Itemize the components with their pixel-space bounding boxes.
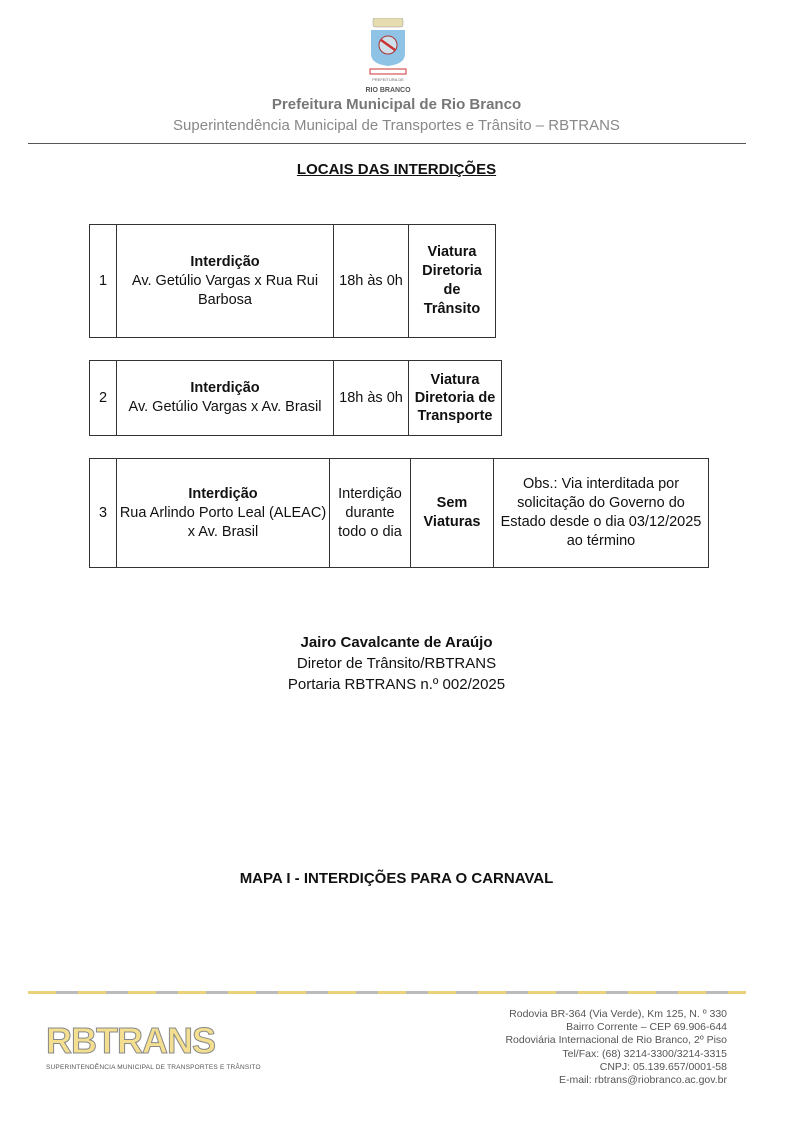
footer-divider: [28, 991, 746, 994]
page-title: LOCAIS DAS INTERDIÇÕES: [296, 161, 497, 178]
logo-subtitle: SUPERINTENDÊNCIA MUNICIPAL DE TRANSPORTE…: [46, 1064, 261, 1071]
row-number: 2: [89, 360, 117, 436]
signature-block: Jairo Cavalcante de Araújo Diretor de Tr…: [0, 632, 793, 695]
footer-address: Rodovia BR-364 (Via Verde), Km 125, N. º…: [505, 1008, 727, 1087]
signer-name: Jairo Cavalcante de Araújo: [300, 634, 493, 651]
svg-text:PREFEITURA DE: PREFEITURA DE: [372, 77, 404, 82]
row-time: Interdição durante todo o dia: [329, 458, 411, 568]
row-obs: Obs.: Via interditada por solicitação do…: [493, 458, 709, 568]
map-title: MAPA I - INTERDIÇÕES PARA O CARNAVAL: [239, 870, 554, 887]
phone-line: Tel/Fax: (68) 3214-3300/3214-3315: [562, 1047, 727, 1060]
row-number: 1: [89, 224, 117, 338]
email-line: E-mail: rbtrans@riobranco.ac.gov.br: [558, 1074, 727, 1087]
row-label: Interdição: [188, 485, 258, 502]
city-crest-logo: PREFEITURA DE RIO BRANCO: [365, 17, 411, 94]
row-place: Av. Getúlio Vargas x Rua Rui Barbosa: [131, 272, 319, 308]
row-time: 18h às 0h: [333, 360, 409, 436]
row-vehicle: Viatura Diretoria de Trânsito: [422, 244, 482, 317]
header-divider: [28, 143, 746, 144]
row-place: Rua Arlindo Porto Leal (ALEAC) x Av. Bra…: [119, 504, 327, 540]
signer-portaria: Portaria RBTRANS n.º 002/2025: [287, 676, 506, 693]
logo-text: RBTRANS: [46, 1020, 217, 1062]
row-place: Av. Getúlio Vargas x Av. Brasil: [128, 399, 322, 415]
org-subtitle: Superintendência Municipal de Transporte…: [173, 117, 620, 134]
address-line: Rodovia BR-364 (Via Verde), Km 125, N. º…: [509, 1008, 727, 1020]
org-name: Prefeitura Municipal de Rio Branco: [271, 96, 522, 113]
row-time: 18h às 0h: [333, 224, 409, 338]
cnpj-line: CNPJ: 05.139.657/0001-58: [599, 1060, 727, 1073]
rbtrans-logo: RBTRANS SUPERINTENDÊNCIA MUNICIPAL DE TR…: [46, 1020, 261, 1072]
svg-text:RIO BRANCO: RIO BRANCO: [365, 87, 411, 94]
row-vehicle: Sem Viaturas: [423, 495, 481, 530]
address-line: Rodoviária Internacional de Rio Branco, …: [505, 1034, 727, 1047]
row-label: Interdição: [190, 253, 260, 270]
row-number: 3: [89, 458, 117, 568]
address-line: Bairro Corrente – CEP 69.906-644: [566, 1021, 727, 1034]
row-vehicle: Viatura Diretoria de Transporte: [414, 372, 496, 424]
row-label: Interdição: [190, 380, 260, 396]
signer-role: Diretor de Trânsito/RBTRANS: [296, 655, 497, 672]
